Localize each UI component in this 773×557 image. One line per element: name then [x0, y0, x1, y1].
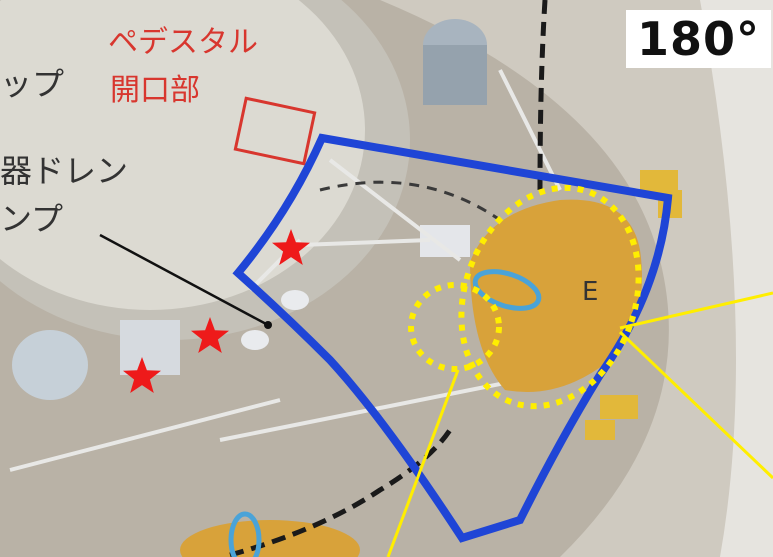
outer-floor-ring — [380, 0, 773, 557]
right-wall — [700, 0, 773, 557]
tank-top-body — [423, 45, 487, 105]
blue-ring-bottom — [228, 511, 262, 557]
platform-bottom — [180, 520, 360, 557]
star-1 — [272, 229, 310, 265]
valve-2 — [241, 330, 269, 350]
pedestal-opening-label-line2: 開口部 — [110, 73, 200, 108]
area-e-label: E — [582, 277, 598, 307]
dashed-path-arc — [319, 180, 501, 222]
blue-ring — [472, 269, 542, 311]
star-2 — [191, 317, 229, 353]
red-stars — [123, 229, 310, 393]
pedestal-opening-label-line1: ペデスタル — [108, 25, 258, 60]
partial-top-left-label: ップ — [0, 65, 64, 103]
tank-left — [12, 330, 88, 400]
leader-line-bottom — [386, 369, 460, 557]
drain-leader-line — [99, 233, 269, 327]
dotted-circle-small — [408, 282, 502, 372]
leader-line-right-top — [619, 291, 773, 330]
star-3 — [123, 357, 161, 393]
platform-e — [470, 199, 642, 392]
angle-badge: 180° — [626, 10, 771, 68]
leader-line-right-bottom — [618, 330, 773, 480]
dashed-path-top — [537, 0, 548, 191]
equipment-box-left — [120, 320, 180, 375]
drain-label-line2: ンプ — [0, 200, 63, 238]
drain-leader-dot — [264, 321, 272, 329]
valve-1 — [281, 290, 309, 310]
pipes — [9, 69, 562, 472]
drain-label-line1: 器ドレン — [0, 152, 128, 190]
pedestal-opening-box — [233, 96, 317, 166]
pedestal-top — [0, 0, 365, 310]
dashed-path-bottom — [229, 428, 453, 557]
